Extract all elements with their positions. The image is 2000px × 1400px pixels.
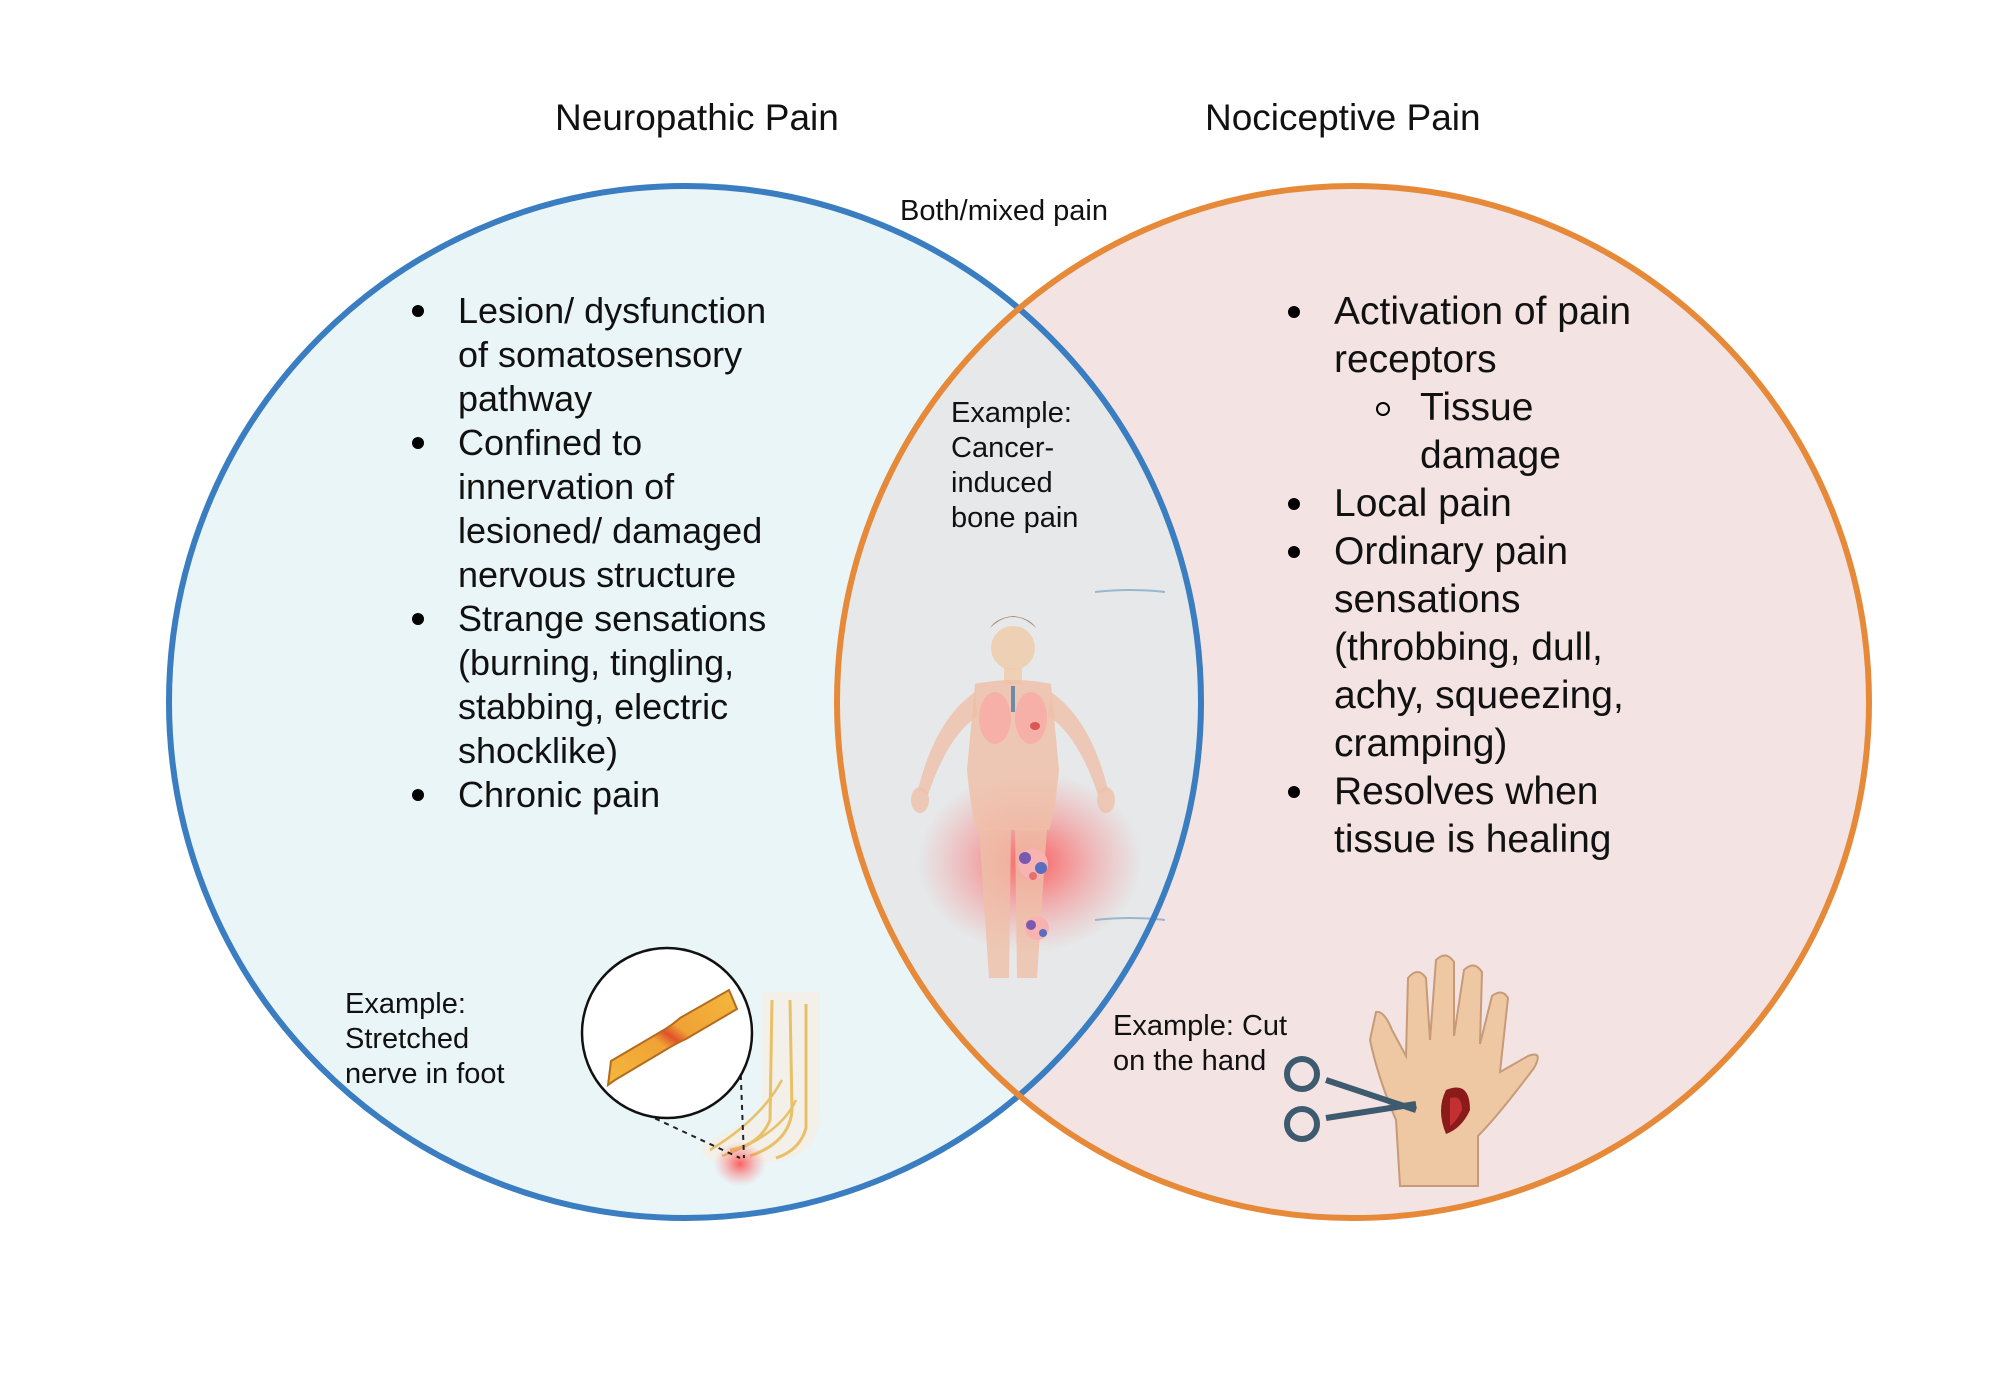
bullet-item: Confined to innervation of lesioned/ dam… (402, 421, 792, 597)
nociceptive-circle-outline (834, 183, 1872, 1221)
neuropathic-circle-outline (166, 183, 1204, 1221)
overlap-accent-line (1094, 589, 1166, 593)
cut-hand-icon (1368, 954, 1539, 1187)
bullet-text: Activation of pain receptors (1334, 290, 1632, 381)
bullet-item: Chronic pain (402, 773, 792, 817)
bullet-item: Strange sensations (burning, tingling, s… (402, 597, 792, 773)
nociceptive-bullets: Activation of pain receptors Tissue dama… (1278, 288, 1658, 864)
foot-nerves-icon (701, 992, 820, 1186)
neuropathic-bullets: Lesion/ dysfunction of somatosensory pat… (402, 289, 792, 817)
bullet-item: Lesion/ dysfunction of somatosensory pat… (402, 289, 792, 421)
bullet-item: Ordinary pain sensations (throbbing, dul… (1278, 528, 1658, 768)
scissors-icon (1284, 1056, 1417, 1142)
stretched-nerve-icon (606, 988, 739, 1088)
sub-bullets: Tissue damage (1334, 384, 1658, 480)
neuropathic-example: Example: Stretched nerve in foot (345, 988, 505, 1090)
overlap-accent-line (1094, 917, 1166, 921)
nerve-callout (580, 946, 754, 1159)
overlap-title: Both/mixed pain (900, 195, 1108, 227)
nociceptive-title: Nociceptive Pain (1205, 97, 1481, 138)
neuropathic-title: Neuropathic Pain (555, 97, 839, 138)
sub-bullet-item: Tissue damage (1334, 384, 1658, 480)
bullet-item: Resolves when tissue is healing (1278, 768, 1658, 864)
nociceptive-example: Example: Cut on the hand (1113, 1010, 1288, 1077)
mixed-example: Example: Cancer-induced bone pain (951, 397, 1079, 534)
bullet-item: Local pain (1278, 480, 1658, 528)
bullet-item: Activation of pain receptors Tissue dama… (1278, 288, 1658, 480)
overlap-region (837, 186, 1201, 1218)
human-body-icon (911, 616, 1142, 978)
